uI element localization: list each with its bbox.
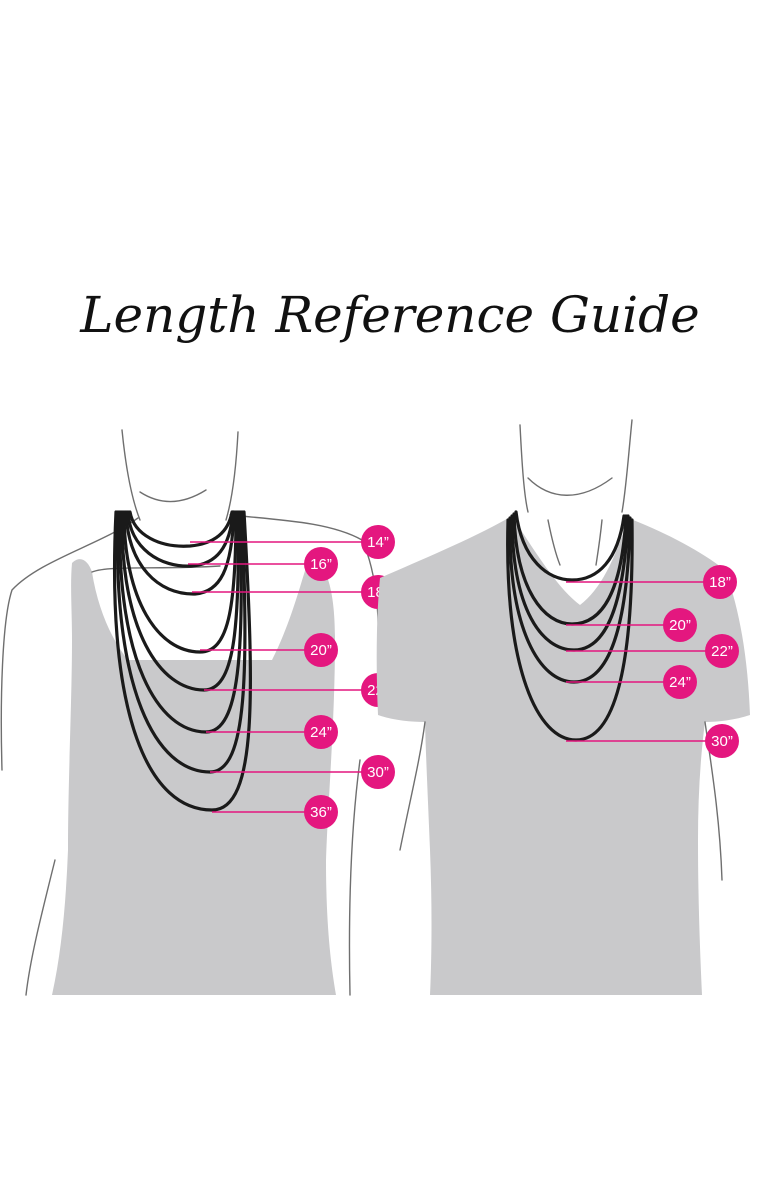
male-length-badge — [663, 608, 697, 642]
male-length-badge — [703, 565, 737, 599]
male-chain-18 — [514, 510, 626, 582]
female-length-badge — [304, 633, 338, 667]
female-chain-18 — [124, 510, 236, 596]
male-length-badge — [705, 634, 739, 668]
female-chain-16 — [126, 510, 235, 568]
male-chain-22 — [510, 514, 630, 652]
male-length-badge — [705, 724, 739, 758]
male-figure — [376, 419, 750, 995]
female-necklaces — [112, 510, 253, 812]
male-length-markers: 18” 20” 22” 24” 30” — [566, 565, 739, 758]
female-length-badge — [304, 547, 338, 581]
female-chain-30 — [115, 510, 247, 774]
female-length-badge — [304, 715, 338, 749]
female-chain-24 — [118, 510, 243, 734]
female-chain-36 — [112, 510, 253, 812]
female-length-label: 16” — [310, 556, 332, 573]
male-length-label: 22” — [711, 643, 733, 660]
female-length-label: 14” — [367, 534, 389, 551]
female-chain-22 — [120, 510, 240, 692]
female-tank-top — [52, 555, 336, 995]
female-length-label: 24” — [310, 724, 332, 741]
male-chain-20 — [512, 512, 628, 626]
guide-title: Length Reference Guide — [79, 286, 699, 344]
female-length-badge — [304, 795, 338, 829]
female-length-label: 30” — [367, 764, 389, 781]
female-chain-14 — [128, 510, 234, 548]
female-figure — [0, 429, 380, 996]
female-length-badge — [361, 525, 395, 559]
male-necklaces — [506, 510, 634, 742]
male-length-label: 24” — [669, 674, 691, 691]
male-chain-30 — [506, 518, 634, 742]
female-length-label: 36” — [310, 804, 332, 821]
male-length-badge — [663, 665, 697, 699]
female-length-markers: 14”16”18”20”22”24”30”36” — [188, 525, 395, 829]
female-chain-20 — [122, 510, 238, 654]
male-length-label: 20” — [669, 617, 691, 634]
male-tshirt — [376, 516, 750, 995]
female-length-label: 20” — [310, 642, 332, 659]
male-length-label: 30” — [711, 733, 733, 750]
female-length-badge — [361, 755, 395, 789]
male-length-label: 18” — [709, 574, 731, 591]
